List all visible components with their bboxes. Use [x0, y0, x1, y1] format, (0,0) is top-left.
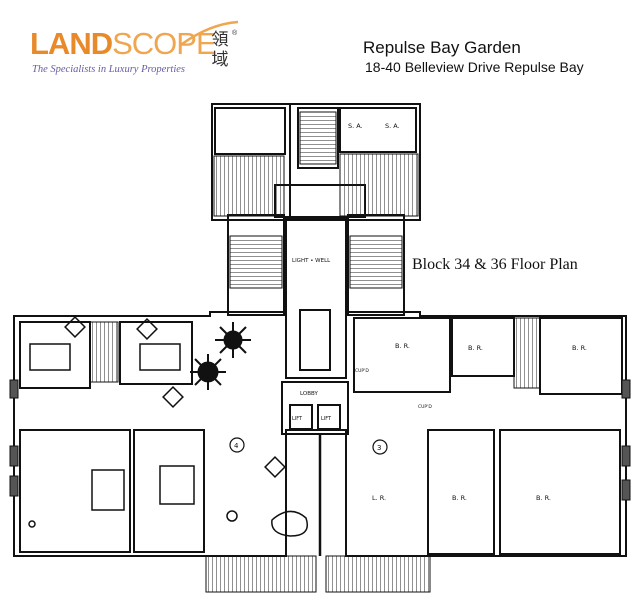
landscope-logo: LANDSCOPE The Specialists in Luxury Prop…	[30, 20, 250, 82]
room-label-sa-1: S. A.	[348, 122, 363, 130]
plan-label: Block 34 & 36 Floor Plan	[412, 256, 578, 273]
registered-mark: ®	[232, 30, 238, 37]
unit-number-3: 3	[377, 444, 381, 452]
room-label-br-1: B. R.	[395, 342, 410, 350]
room-label-lift-1: LIFT	[292, 416, 303, 422]
room-label-br-2: B. R.	[468, 344, 483, 352]
room-label-lobby: LOBBY	[300, 391, 318, 397]
room-label-sa-2: S. A.	[385, 122, 400, 130]
room-label-br-4: B. R.	[452, 494, 467, 502]
page-address: 18-40 Belleview Drive Repulse Bay	[365, 59, 584, 75]
logo-wordmark: LANDSCOPE	[30, 26, 217, 61]
logo-tagline: The Specialists in Luxury Properties	[32, 64, 186, 75]
room-label-br-5: B. R.	[536, 494, 551, 502]
page-title: Repulse Bay Garden	[363, 38, 521, 57]
room-label-cupd-2: CUP'D	[418, 404, 432, 410]
room-label-br-3: B. R.	[572, 344, 587, 352]
swoosh-icon	[181, 20, 239, 46]
unit-number-4: 4	[234, 442, 239, 450]
room-label-light-well: LIGHT • WELL	[292, 258, 331, 264]
room-label-lift-2: LIFT	[321, 416, 332, 422]
room-label-lr: L. R.	[372, 494, 386, 502]
room-label-cupd-1: CUP'D	[355, 368, 369, 374]
logo-chinese-name: 領 域	[211, 30, 229, 70]
